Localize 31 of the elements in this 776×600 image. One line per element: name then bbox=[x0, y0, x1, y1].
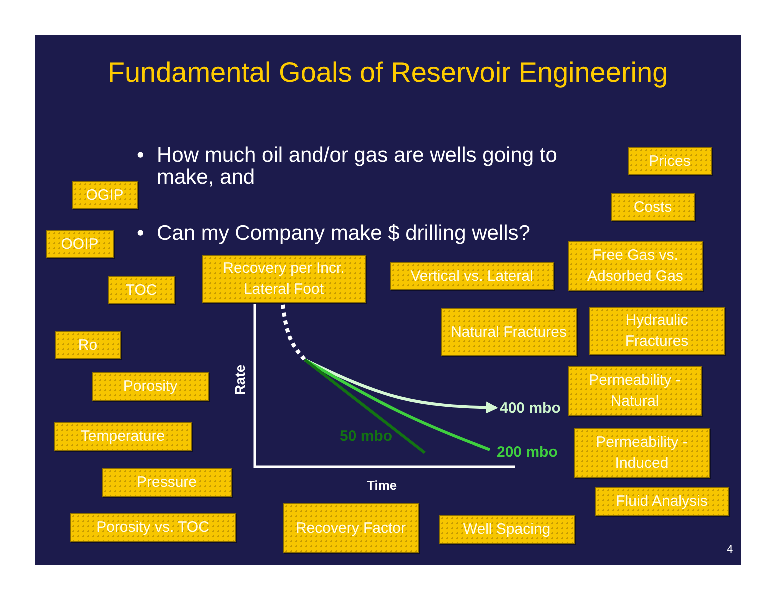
topic-box: Permeability - Induced bbox=[574, 428, 710, 478]
topic-box: Porosity bbox=[92, 372, 209, 401]
topic-box: Temperature bbox=[54, 422, 192, 451]
axis-label: Time bbox=[367, 478, 398, 493]
topic-box: Pressure bbox=[102, 468, 232, 497]
topic-box: Free Gas vs. Adsorbed Gas bbox=[568, 241, 703, 291]
bullet-text: How much oil and/or gas are wells going to make, and bbox=[157, 145, 558, 189]
topic-box: OOIP bbox=[46, 230, 114, 258]
curve-label: 50 mbo bbox=[340, 428, 393, 445]
curve-label: 200 mbo bbox=[497, 444, 558, 461]
page-number: 4 bbox=[727, 544, 734, 556]
topic-box: Recovery Factor bbox=[283, 503, 419, 553]
bullet-text: Can my Company make $ drilling wells? bbox=[157, 223, 532, 245]
topic-box: Hydraulic Fractures bbox=[589, 307, 725, 355]
topic-box: Vertical vs. Lateral bbox=[390, 262, 554, 290]
topic-box: TOC bbox=[108, 276, 175, 304]
slide-title: Fundamental Goals of Reservoir Engineering bbox=[106, 57, 670, 89]
bullet-mark: • bbox=[137, 223, 144, 245]
topic-box: Natural Fractures bbox=[441, 308, 577, 356]
topic-box: Prices bbox=[628, 147, 712, 175]
curve-label: 400 mbo bbox=[500, 400, 561, 417]
topic-box: Well Spacing bbox=[439, 515, 575, 544]
axis-label: Rate bbox=[232, 364, 248, 396]
topic-box: Fluid Analysis bbox=[595, 487, 729, 516]
topic-box: OGIP bbox=[72, 181, 138, 209]
topic-box: Recovery per Incr. Lateral Foot bbox=[202, 255, 366, 303]
topic-box: Costs bbox=[611, 193, 695, 221]
topic-box: Porosity vs. TOC bbox=[70, 513, 236, 542]
bullet-mark: • bbox=[137, 145, 144, 167]
topic-box: Permeability - Natural bbox=[568, 366, 702, 416]
topic-box: Ro bbox=[55, 331, 121, 359]
